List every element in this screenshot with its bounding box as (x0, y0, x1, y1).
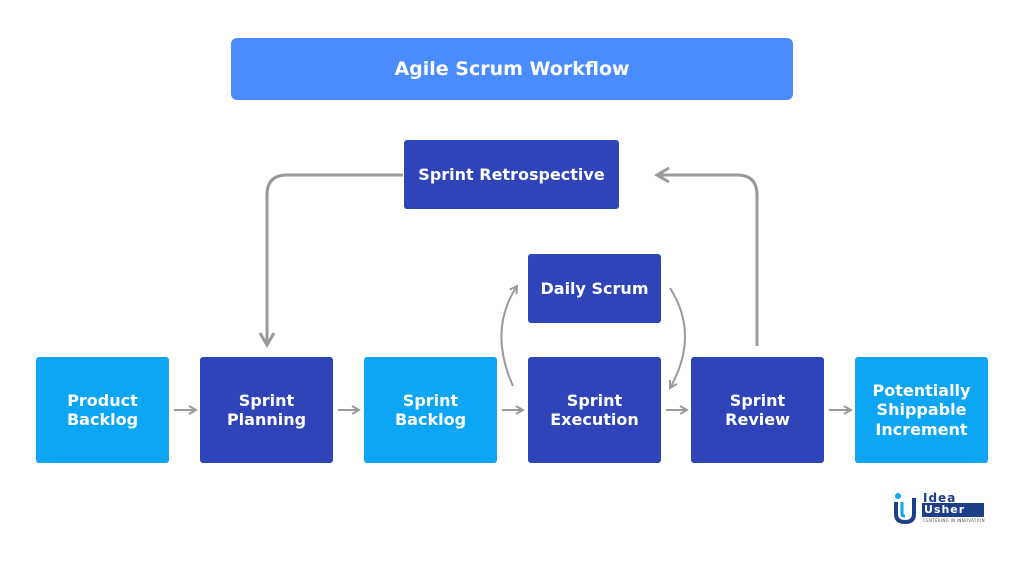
node-label: Daily Scrum (540, 278, 649, 298)
arrow-daily-scrum-to-execution (670, 287, 686, 388)
node-sprint-execution: Sprint Execution (528, 357, 661, 463)
node-label: Product Backlog (66, 390, 139, 429)
brand-tagline: CENTERING IN INNOVATION (923, 518, 985, 523)
brand-word-1: Idea (923, 491, 957, 505)
node-daily-scrum: Daily Scrum (528, 254, 661, 323)
diagram-title: Agile Scrum Workflow (231, 38, 793, 100)
node-label: Potentially Shippable Increment (872, 381, 971, 439)
diagram-title-text: Agile Scrum Workflow (394, 58, 630, 80)
node-label: Sprint Backlog (394, 390, 467, 429)
node-label: Sprint Review (725, 390, 790, 429)
node-label: Sprint Retrospective (418, 164, 605, 184)
node-product-backlog: Product Backlog (36, 357, 169, 463)
brand-logo: Idea Usher CENTERING IN INNOVATION (893, 490, 985, 526)
node-potentially-shippable-increment: Potentially Shippable Increment (855, 357, 988, 463)
node-sprint-backlog: Sprint Backlog (364, 357, 497, 463)
brand-logo-icon (894, 493, 916, 524)
node-label: Sprint Execution (550, 390, 639, 429)
arrow-review-to-retrospective (654, 166, 759, 346)
node-sprint-retrospective: Sprint Retrospective (404, 140, 619, 209)
brand-word-2: Usher (922, 503, 984, 517)
node-sprint-review: Sprint Review (691, 357, 824, 463)
arrow-execution-to-daily-scrum (500, 286, 517, 387)
node-label: Sprint Planning (226, 390, 307, 429)
node-sprint-planning: Sprint Planning (200, 357, 333, 463)
arrow-retrospective-to-planning (258, 173, 403, 348)
